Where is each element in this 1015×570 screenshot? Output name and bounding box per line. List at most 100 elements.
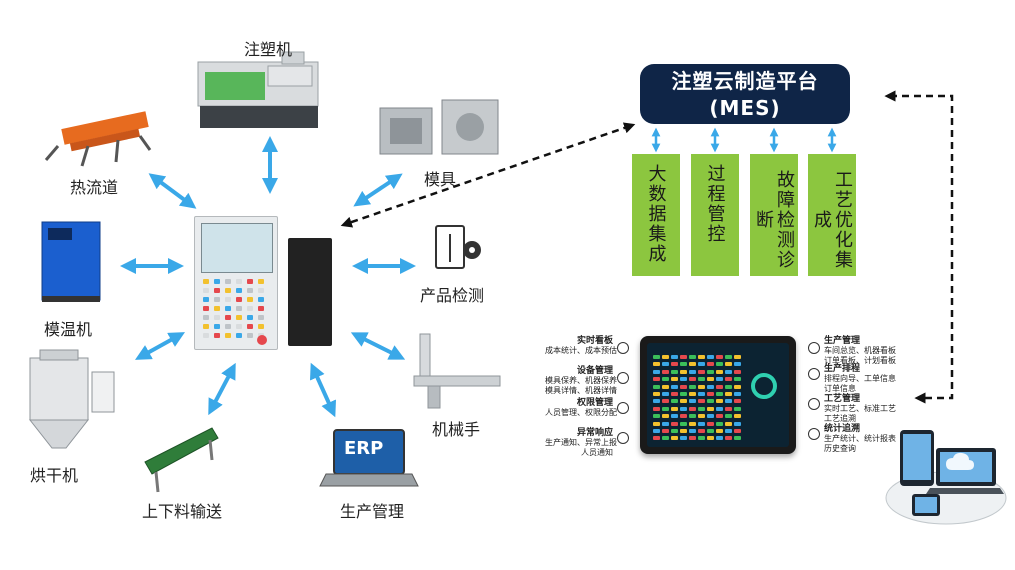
dashboard-cell <box>662 399 669 404</box>
dashboard-cell <box>653 355 660 359</box>
controller-key <box>203 306 209 311</box>
controller-key <box>247 297 253 302</box>
dashboard-cell <box>662 414 669 419</box>
erp-text: ERP <box>344 438 384 459</box>
dashboard-cell <box>725 399 732 404</box>
controller-key <box>236 306 242 311</box>
dashboard-cell <box>671 384 678 389</box>
label-inspection: 产品检测 <box>420 286 485 305</box>
controller-key <box>258 279 264 284</box>
dashboard-tablet <box>640 336 796 454</box>
dashboard-gauge <box>751 373 777 399</box>
statistics-icon <box>808 428 820 440</box>
dashboard-cell <box>725 384 732 389</box>
dashboard-cell <box>707 406 714 411</box>
controller-key <box>203 315 209 320</box>
dashboard-cell <box>716 436 723 441</box>
key-icon <box>617 402 629 414</box>
mes-title-line1: 注塑云制造平台 <box>671 69 819 93</box>
controller-key <box>203 279 209 284</box>
dashboard-cell <box>698 414 705 419</box>
dashboard-cell <box>725 369 732 374</box>
dashboard-cell <box>698 429 705 433</box>
dashboard-cell <box>734 399 741 404</box>
label-mold: 模具 <box>424 170 457 189</box>
dashboard-cell <box>689 429 696 433</box>
dashboard-cell <box>725 377 732 382</box>
mes-platform-box: 注塑云制造平台 (MES) <box>640 64 850 124</box>
feature-right-3: 工艺管理实时工艺、标准工艺工艺追溯 <box>824 394 896 423</box>
dashboard-cell <box>698 436 705 441</box>
controller-key <box>203 288 209 293</box>
label-conveyor: 上下料输送 <box>142 502 223 521</box>
dashboard-cell <box>725 429 732 433</box>
pillar-process-control: 过程管控 <box>691 154 739 276</box>
controller-key <box>247 279 253 284</box>
dashboard-cell <box>671 406 678 411</box>
pillar-process-optimization: 工艺优化集成 <box>808 154 856 276</box>
dashboard-cell <box>653 436 660 441</box>
controller-key <box>247 288 253 293</box>
dashboard-cell <box>662 429 669 433</box>
controller-key <box>225 288 231 293</box>
dashboard-cell <box>734 362 741 367</box>
dashboard-cell <box>707 436 714 441</box>
dashboard-cell <box>680 429 687 433</box>
dashboard-cell <box>725 392 732 396</box>
wrench-icon <box>617 372 629 384</box>
dashboard-cell <box>680 436 687 441</box>
injection-machine-image <box>197 51 319 128</box>
feature-right-4: 统计追溯生产统计、统计报表历史查询 <box>824 424 896 453</box>
controller-key <box>225 315 231 320</box>
dashboard-cell <box>662 384 669 389</box>
feature-left-2: 设备管理模具保养、机器保养模具详情、机器详情 <box>545 366 617 395</box>
inspection-icon <box>435 225 481 269</box>
dashboard-cell <box>689 384 696 389</box>
dashboard-cell <box>707 399 714 404</box>
dashboard-cell <box>734 377 741 382</box>
process-icon <box>808 398 820 410</box>
controller-key <box>258 306 264 311</box>
dashboard-cell <box>689 421 696 426</box>
feature-right-2: 生产排程排程向导、工单信息订单信息 <box>824 364 896 393</box>
dashboard-cell <box>698 406 705 411</box>
dashboard-cell <box>689 436 696 441</box>
hot-runner-image <box>44 111 152 167</box>
dashboard-cell <box>689 377 696 382</box>
controller-key <box>236 297 242 302</box>
label-production-mgmt: 生产管理 <box>340 502 405 521</box>
label-injection-machine: 注塑机 <box>244 40 293 59</box>
dashboard-icon <box>617 342 629 354</box>
mes-pillar-arrows <box>651 127 837 153</box>
feature-left-3: 权限管理人员管理、权限分配 <box>545 398 617 417</box>
dashboard-cell <box>725 421 732 426</box>
mold-temp-controller-image <box>41 221 101 302</box>
dashboard-cell <box>725 362 732 367</box>
controller-key <box>258 297 264 302</box>
controller-key <box>225 306 231 311</box>
controller-key <box>214 324 220 329</box>
label-hot-runner: 热流道 <box>70 178 119 197</box>
dashboard-cell <box>698 377 705 382</box>
dashboard-cell <box>698 399 705 404</box>
dashboard-cell <box>707 414 714 419</box>
dashboard-cell <box>734 429 741 433</box>
dashboard-cell <box>680 369 687 374</box>
dashboard-cell <box>671 414 678 419</box>
dashboard-cell <box>716 384 723 389</box>
dashboard-cell <box>689 355 696 359</box>
dashboard-cell <box>734 414 741 419</box>
dashboard-cell <box>707 384 714 389</box>
dashboard-cell <box>662 436 669 441</box>
dashboard-cell <box>725 406 732 411</box>
dashboard-cell <box>707 355 714 359</box>
dashboard-cell <box>680 384 687 389</box>
controller-key <box>258 324 264 329</box>
dashboard-cell <box>653 377 660 382</box>
dashboard-cell <box>671 436 678 441</box>
dashboard-cell <box>662 362 669 367</box>
dashboard-cell <box>662 369 669 374</box>
dashboard-cell <box>734 436 741 441</box>
dashboard-cell <box>680 399 687 404</box>
plc-module <box>288 238 332 346</box>
